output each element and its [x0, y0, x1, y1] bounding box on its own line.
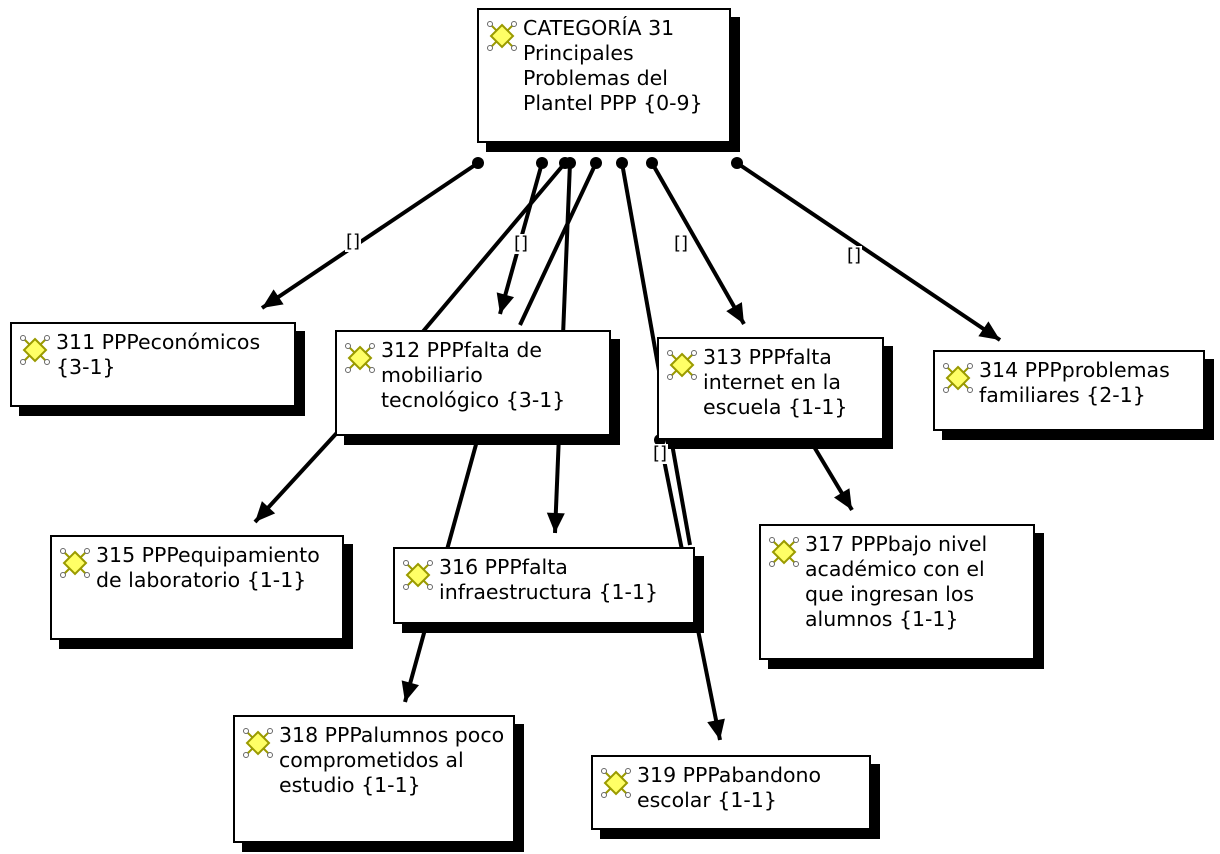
code-family-icon: [769, 537, 799, 567]
code-family-icon: [943, 363, 973, 393]
link-marker: []: [846, 245, 863, 266]
code-family-icon: [403, 560, 433, 590]
link-line: [804, 434, 854, 512]
node-root[interactable]: CATEGORÍA 31 Principales Problemas del P…: [477, 8, 731, 143]
link-marker: []: [345, 231, 362, 252]
link-marker: []: [673, 233, 690, 254]
node-314[interactable]: 314 PPPproblemas familiares {2-1}: [933, 350, 1205, 431]
node-318[interactable]: 318 PPPalumnos poco comprometidos al est…: [233, 715, 515, 843]
node-311[interactable]: 311 PPPeconómicos {3-1}: [10, 322, 296, 407]
link-line: [616, 157, 692, 546]
node-313[interactable]: 313 PPPfalta internet en la escuela {1-1…: [657, 337, 884, 440]
node-312[interactable]: 312 PPPfalta de mobiliario tecnológico {…: [335, 330, 611, 436]
link-line: [260, 157, 484, 310]
link-marker: []: [513, 233, 530, 254]
code-family-icon: [345, 343, 375, 373]
code-family-icon: [20, 335, 50, 365]
node-319[interactable]: 319 PPPabandono escolar {1-1}: [591, 755, 871, 830]
code-family-icon: [601, 768, 631, 798]
link-line: [731, 157, 1002, 342]
link-marker: []: [652, 443, 669, 464]
link-line: [646, 157, 746, 325]
link-line: [518, 157, 602, 326]
code-family-icon: [60, 548, 90, 578]
code-family-icon: [243, 728, 273, 758]
code-family-icon: [487, 21, 517, 51]
code-family-icon: [667, 350, 697, 380]
node-316[interactable]: 316 PPPfalta infraestructura {1-1}: [393, 547, 695, 624]
node-315[interactable]: 315 PPPequipamiento de laboratorio {1-1}: [50, 535, 344, 640]
node-317[interactable]: 317 PPPbajo nivel académico con el que i…: [759, 524, 1035, 660]
